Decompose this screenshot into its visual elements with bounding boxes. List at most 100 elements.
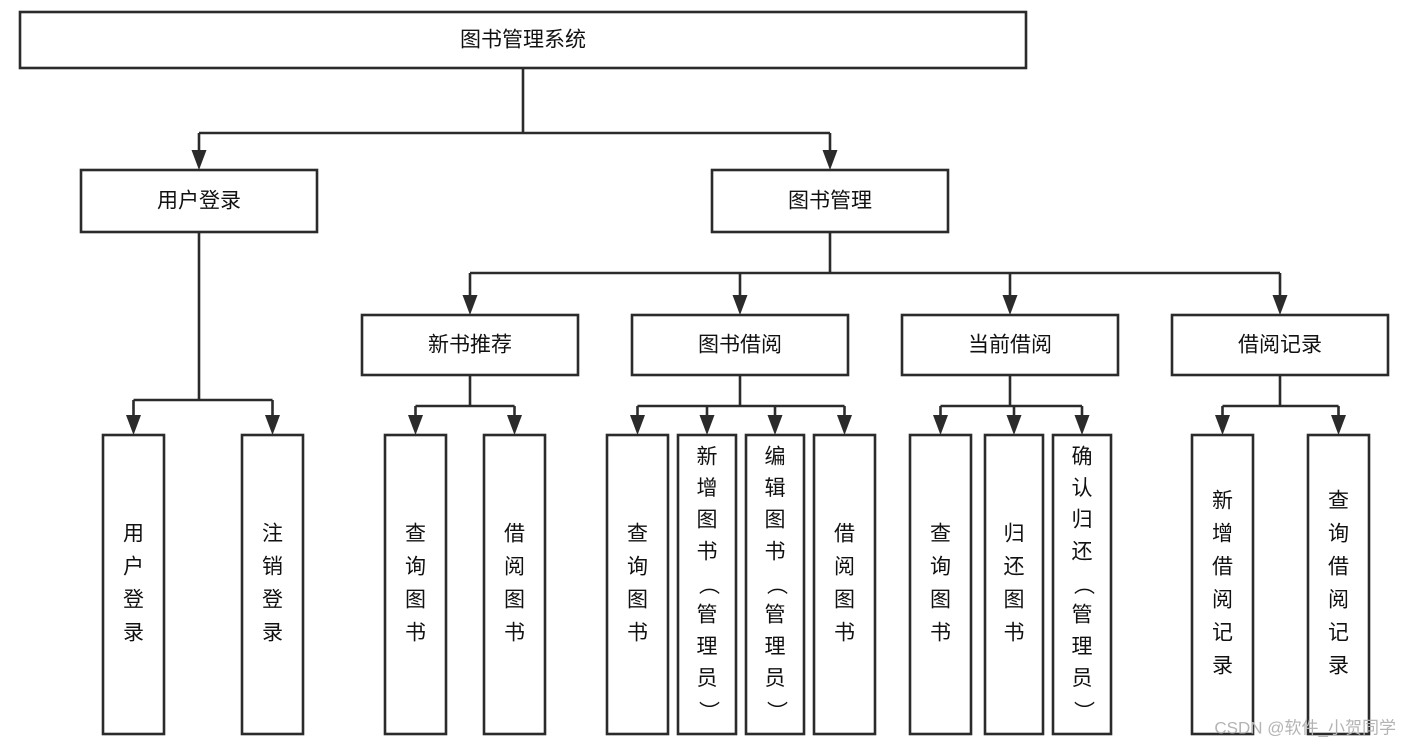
node-label-char-l4-borrow-edit-book-3: 书	[765, 540, 786, 563]
node-label-char-l4-rec-query-record-3: 阅	[1328, 589, 1349, 612]
node-box-l4-user-logout	[240, 433, 305, 736]
node-label-l3-current-borrow: 当前借阅	[968, 334, 1052, 357]
node-layer: 图书管理系统用户登录图书管理新书推荐图书借阅当前借阅借阅记录用户登录注销登录查询…	[18, 10, 1390, 736]
node-label-char-l4-cur-return-book-2: 图	[1004, 589, 1025, 612]
node-label-char-l4-borrow-query-book-1: 询	[627, 556, 648, 579]
node-label-char-l4-borrow-edit-book-1: 辑	[765, 477, 786, 500]
node-label-char-l4-rec-query-record-0: 查	[1328, 490, 1349, 513]
node-box-l4-rec-borrow-book	[482, 433, 547, 736]
node-label-char-l4-borrow-edit-book-6: 理	[765, 635, 786, 658]
node-box-l4-user-login	[101, 433, 166, 736]
node-label-char-l4-borrow-edit-book-4: （	[764, 574, 787, 595]
node-label-char-l4-cur-return-book-1: 还	[1004, 556, 1025, 579]
node-label-l3-book-borrow: 图书借阅	[698, 334, 782, 357]
node-label-char-l4-cur-return-book-3: 书	[1004, 622, 1025, 645]
node-label-char-l4-rec-query-record-5: 录	[1328, 655, 1349, 678]
node-label-char-l4-borrow-add-book-8: ）	[696, 701, 719, 722]
node-label-char-l4-rec-add-record-4: 记	[1212, 622, 1233, 645]
node-label-char-l4-rec-add-record-5: 录	[1212, 655, 1233, 678]
node-l3-borrow-record[interactable]: 借阅记录	[1170, 313, 1390, 377]
node-box-l4-borrow-query-book	[605, 433, 670, 736]
connector-c-root-to-l2	[191, 68, 838, 170]
node-label-char-l4-user-logout-2: 登	[262, 589, 283, 612]
node-label-l3-borrow-record: 借阅记录	[1238, 334, 1322, 357]
node-box-l2-user-login	[79, 168, 319, 234]
node-label-char-l4-cur-query-book-3: 书	[930, 622, 951, 645]
node-label-char-l4-rec-query-record-1: 询	[1328, 523, 1349, 546]
node-label-root: 图书管理系统	[460, 29, 586, 52]
node-label-char-l4-borrow-edit-book-5: 管	[765, 604, 786, 627]
node-label-char-l4-borrow-add-book-5: 管	[697, 604, 718, 627]
node-label-char-l4-rec-borrow-book-3: 书	[504, 622, 525, 645]
node-label-char-l4-user-login-2: 登	[123, 589, 144, 612]
node-label-char-l4-cur-confirm-return-7: 员	[1072, 667, 1093, 690]
connector-c-l3br-to-l4	[1215, 375, 1346, 435]
connector-c-l3nbr-to-l4	[408, 375, 522, 435]
node-label-char-l4-user-logout-1: 销	[262, 556, 283, 579]
node-label-char-l4-rec-query-book-2: 图	[405, 589, 426, 612]
node-label-char-l4-borrow-edit-book-0: 编	[765, 445, 786, 468]
node-label-char-l4-borrow-query-book-0: 查	[627, 523, 648, 546]
node-label-char-l4-cur-query-book-2: 图	[930, 589, 951, 612]
node-label-char-l4-borrow-borrow-book-0: 借	[834, 523, 855, 546]
node-label-char-l4-borrow-add-book-0: 新	[697, 445, 718, 468]
node-box-l4-borrow-borrow-book	[812, 433, 877, 736]
node-label-l2-user-login: 用户登录	[157, 190, 241, 213]
csdn-watermark: CSDN @软件_小贺同学	[1214, 718, 1396, 737]
node-label-char-l4-rec-query-book-3: 书	[405, 622, 426, 645]
node-box-l4-cur-confirm-return	[1051, 433, 1113, 736]
connector-c-l2bm-to-l3	[462, 232, 1288, 315]
node-label-char-l4-cur-confirm-return-3: 还	[1072, 540, 1093, 563]
node-l2-book-manage[interactable]: 图书管理	[710, 168, 950, 234]
node-label-char-l4-borrow-edit-book-7: 员	[765, 667, 786, 690]
node-label-char-l4-borrow-borrow-book-2: 图	[834, 589, 855, 612]
node-label-l2-book-manage: 图书管理	[788, 190, 872, 213]
node-label-char-l4-cur-query-book-0: 查	[930, 523, 951, 546]
node-box-root	[18, 10, 1028, 70]
connector-c-l3bb-to-l4	[630, 375, 852, 435]
node-label-char-l4-borrow-add-book-7: 员	[697, 667, 718, 690]
node-label-char-l4-rec-query-book-1: 询	[405, 556, 426, 579]
node-label-char-l4-borrow-edit-book-8: ）	[764, 701, 787, 722]
node-box-l3-borrow-record	[1170, 313, 1390, 377]
node-l3-book-borrow[interactable]: 图书借阅	[630, 313, 850, 377]
node-box-l4-cur-query-book	[908, 433, 973, 736]
node-l3-new-book-rec[interactable]: 新书推荐	[360, 313, 580, 377]
node-label-char-l4-rec-query-record-4: 记	[1328, 622, 1349, 645]
node-label-char-l4-user-logout-3: 录	[262, 622, 283, 645]
node-box-l4-cur-return-book	[983, 433, 1045, 736]
node-label-char-l4-cur-confirm-return-5: 管	[1072, 604, 1093, 627]
node-label-char-l4-rec-query-book-0: 查	[405, 523, 426, 546]
node-label-char-l4-rec-borrow-book-0: 借	[504, 523, 525, 546]
node-label-char-l4-borrow-add-book-6: 理	[697, 635, 718, 658]
node-label-char-l4-rec-add-record-2: 借	[1212, 556, 1233, 579]
node-l3-current-borrow[interactable]: 当前借阅	[900, 313, 1120, 377]
node-root[interactable]: 图书管理系统	[18, 10, 1028, 70]
node-box-l4-rec-query-record	[1306, 433, 1371, 736]
node-label-char-l4-borrow-add-book-4: （	[696, 574, 719, 595]
node-l2-user-login[interactable]: 用户登录	[79, 168, 319, 234]
node-label-char-l4-cur-confirm-return-4: （	[1071, 574, 1094, 595]
node-label-char-l4-rec-add-record-0: 新	[1212, 490, 1233, 513]
node-label-char-l4-cur-confirm-return-1: 认	[1072, 477, 1093, 500]
node-label-char-l4-cur-return-book-0: 归	[1004, 523, 1025, 546]
node-label-char-l4-borrow-borrow-book-3: 书	[834, 622, 855, 645]
node-label-char-l4-rec-add-record-3: 阅	[1212, 589, 1233, 612]
node-label-char-l4-user-login-3: 录	[123, 622, 144, 645]
node-box-l2-book-manage	[710, 168, 950, 234]
node-label-char-l4-cur-confirm-return-2: 归	[1072, 509, 1093, 532]
node-l4-user-login[interactable]: 用户登录	[101, 433, 166, 736]
